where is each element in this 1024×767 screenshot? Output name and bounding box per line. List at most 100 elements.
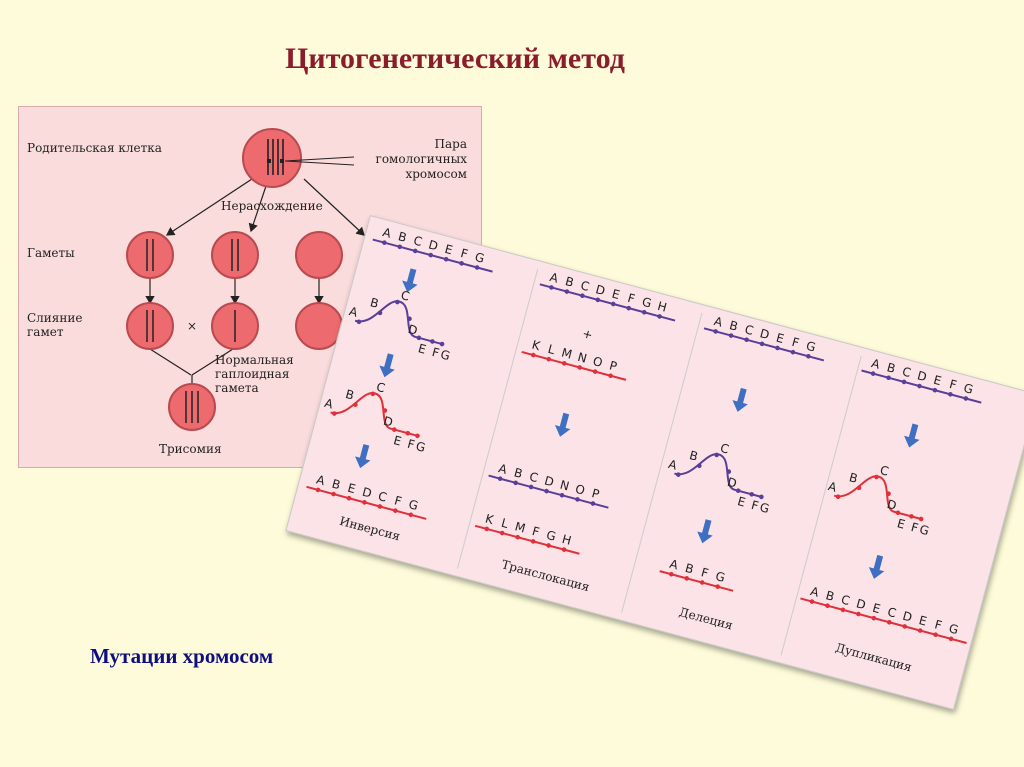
down-arrow [868,554,885,579]
gene-dot [474,265,480,270]
fusion-gamete [126,302,174,350]
gene-dot [346,495,352,501]
page-title: Цитогенетический метод [285,42,625,75]
gene-dot [759,341,765,347]
gene-letter: N [558,478,570,494]
gene-dot [641,309,647,315]
gene-dot [559,492,565,498]
gene-letter: G [473,250,486,266]
gene-dot [963,396,969,401]
gene-letter: F [626,291,636,306]
gene-dot [886,491,891,497]
gene-letter: B [512,465,524,481]
gene-letter: E [443,242,454,257]
inversion-caption: Инверсия [338,514,402,544]
gene-dot [909,514,914,519]
homolog-pair-label: Пара [435,137,467,151]
gene-dot [391,427,397,432]
gene-dot [382,408,388,413]
gene-dot [902,624,908,629]
gene-letter: D [916,368,929,384]
gene-letter: H [656,299,668,315]
translocation-before-line [539,283,676,322]
gene-dot [933,632,938,638]
gene-dot [405,430,411,436]
gene-letter: E [736,494,747,509]
gene-letter: C [886,605,898,621]
gene-dot [713,329,718,334]
gene-dot [515,534,520,540]
gene-dot [377,504,383,509]
gene-dot [332,411,337,416]
gene-letter: F [948,377,958,392]
gene-letter: F [406,437,416,452]
gene-letter: G [918,522,931,538]
down-arrow [732,387,748,412]
gene-dot [356,319,362,325]
gene-letter: B [688,448,700,464]
gene-letter: F [933,617,943,632]
gene-dot [948,636,954,642]
gene-letter: O [591,354,604,370]
gene-letter: A [809,584,821,600]
duplication-caption: Дупликация [834,641,913,675]
gene-letter: A [315,472,327,488]
gene-dot [459,261,464,266]
gene-letter: A [827,479,839,495]
gene-dot [728,333,734,338]
gene-letter: G [545,528,558,544]
down-arrow [355,444,371,469]
gene-dot [528,484,534,490]
gene-dot [608,373,613,379]
gene-dot [714,452,720,458]
gene-letter: F [393,493,403,508]
gene-letter: G [439,347,452,363]
fusion-label: Слияние [27,311,82,325]
gene-letter: M [513,519,527,535]
gene-dot [382,240,387,245]
gene-letter: E [871,601,882,616]
gene-letter: A [667,457,679,473]
gene-letter: M [560,346,574,362]
gene-letter: N [576,350,588,366]
gene-letter: F [700,565,710,580]
plus-sign: + [581,326,594,342]
gene-letter: B [684,561,696,577]
gene-letter: B [330,477,342,493]
gene-dot [546,543,551,548]
down-arrow [402,268,418,293]
gene-letter: D [901,609,914,625]
meiosis-figure: Родительская клетка Пара гомологичных хр… [27,128,467,456]
gene-letter: D [594,282,607,298]
gene-letter: L [500,516,510,531]
gene-letter: H [560,532,572,548]
gene-dot [871,615,877,621]
normal-gamete-label: гамета [215,381,259,395]
gene-dot [676,472,681,477]
gene-letter: A [497,461,509,477]
gene-dot [546,356,552,362]
gene-letter: K [530,338,542,354]
trisomy-label: Трисомия [159,442,222,456]
gene-dot [668,571,674,577]
gene-dot [917,628,923,633]
gene-dot [362,500,367,505]
subtitle: Мутации хромосом [90,644,274,668]
gene-letter: D [726,475,739,491]
gene-letter: O [574,482,587,498]
gene-letter: E [775,331,786,346]
normal-gamete-label: Нормальная [215,353,294,367]
gene-dot [513,480,518,486]
gene-dot [825,603,830,609]
gene-dot [408,512,414,518]
gene-dot [901,379,907,385]
nondisjunction-label: Нерасхождение [221,199,323,213]
gene-letter: B [344,387,356,403]
gene-dot [430,339,435,344]
gene-letter: D [427,237,440,253]
gene-dot [886,375,891,381]
gamete-cell [211,231,259,279]
gene-dot [657,314,662,319]
gene-letter: B [564,274,576,290]
